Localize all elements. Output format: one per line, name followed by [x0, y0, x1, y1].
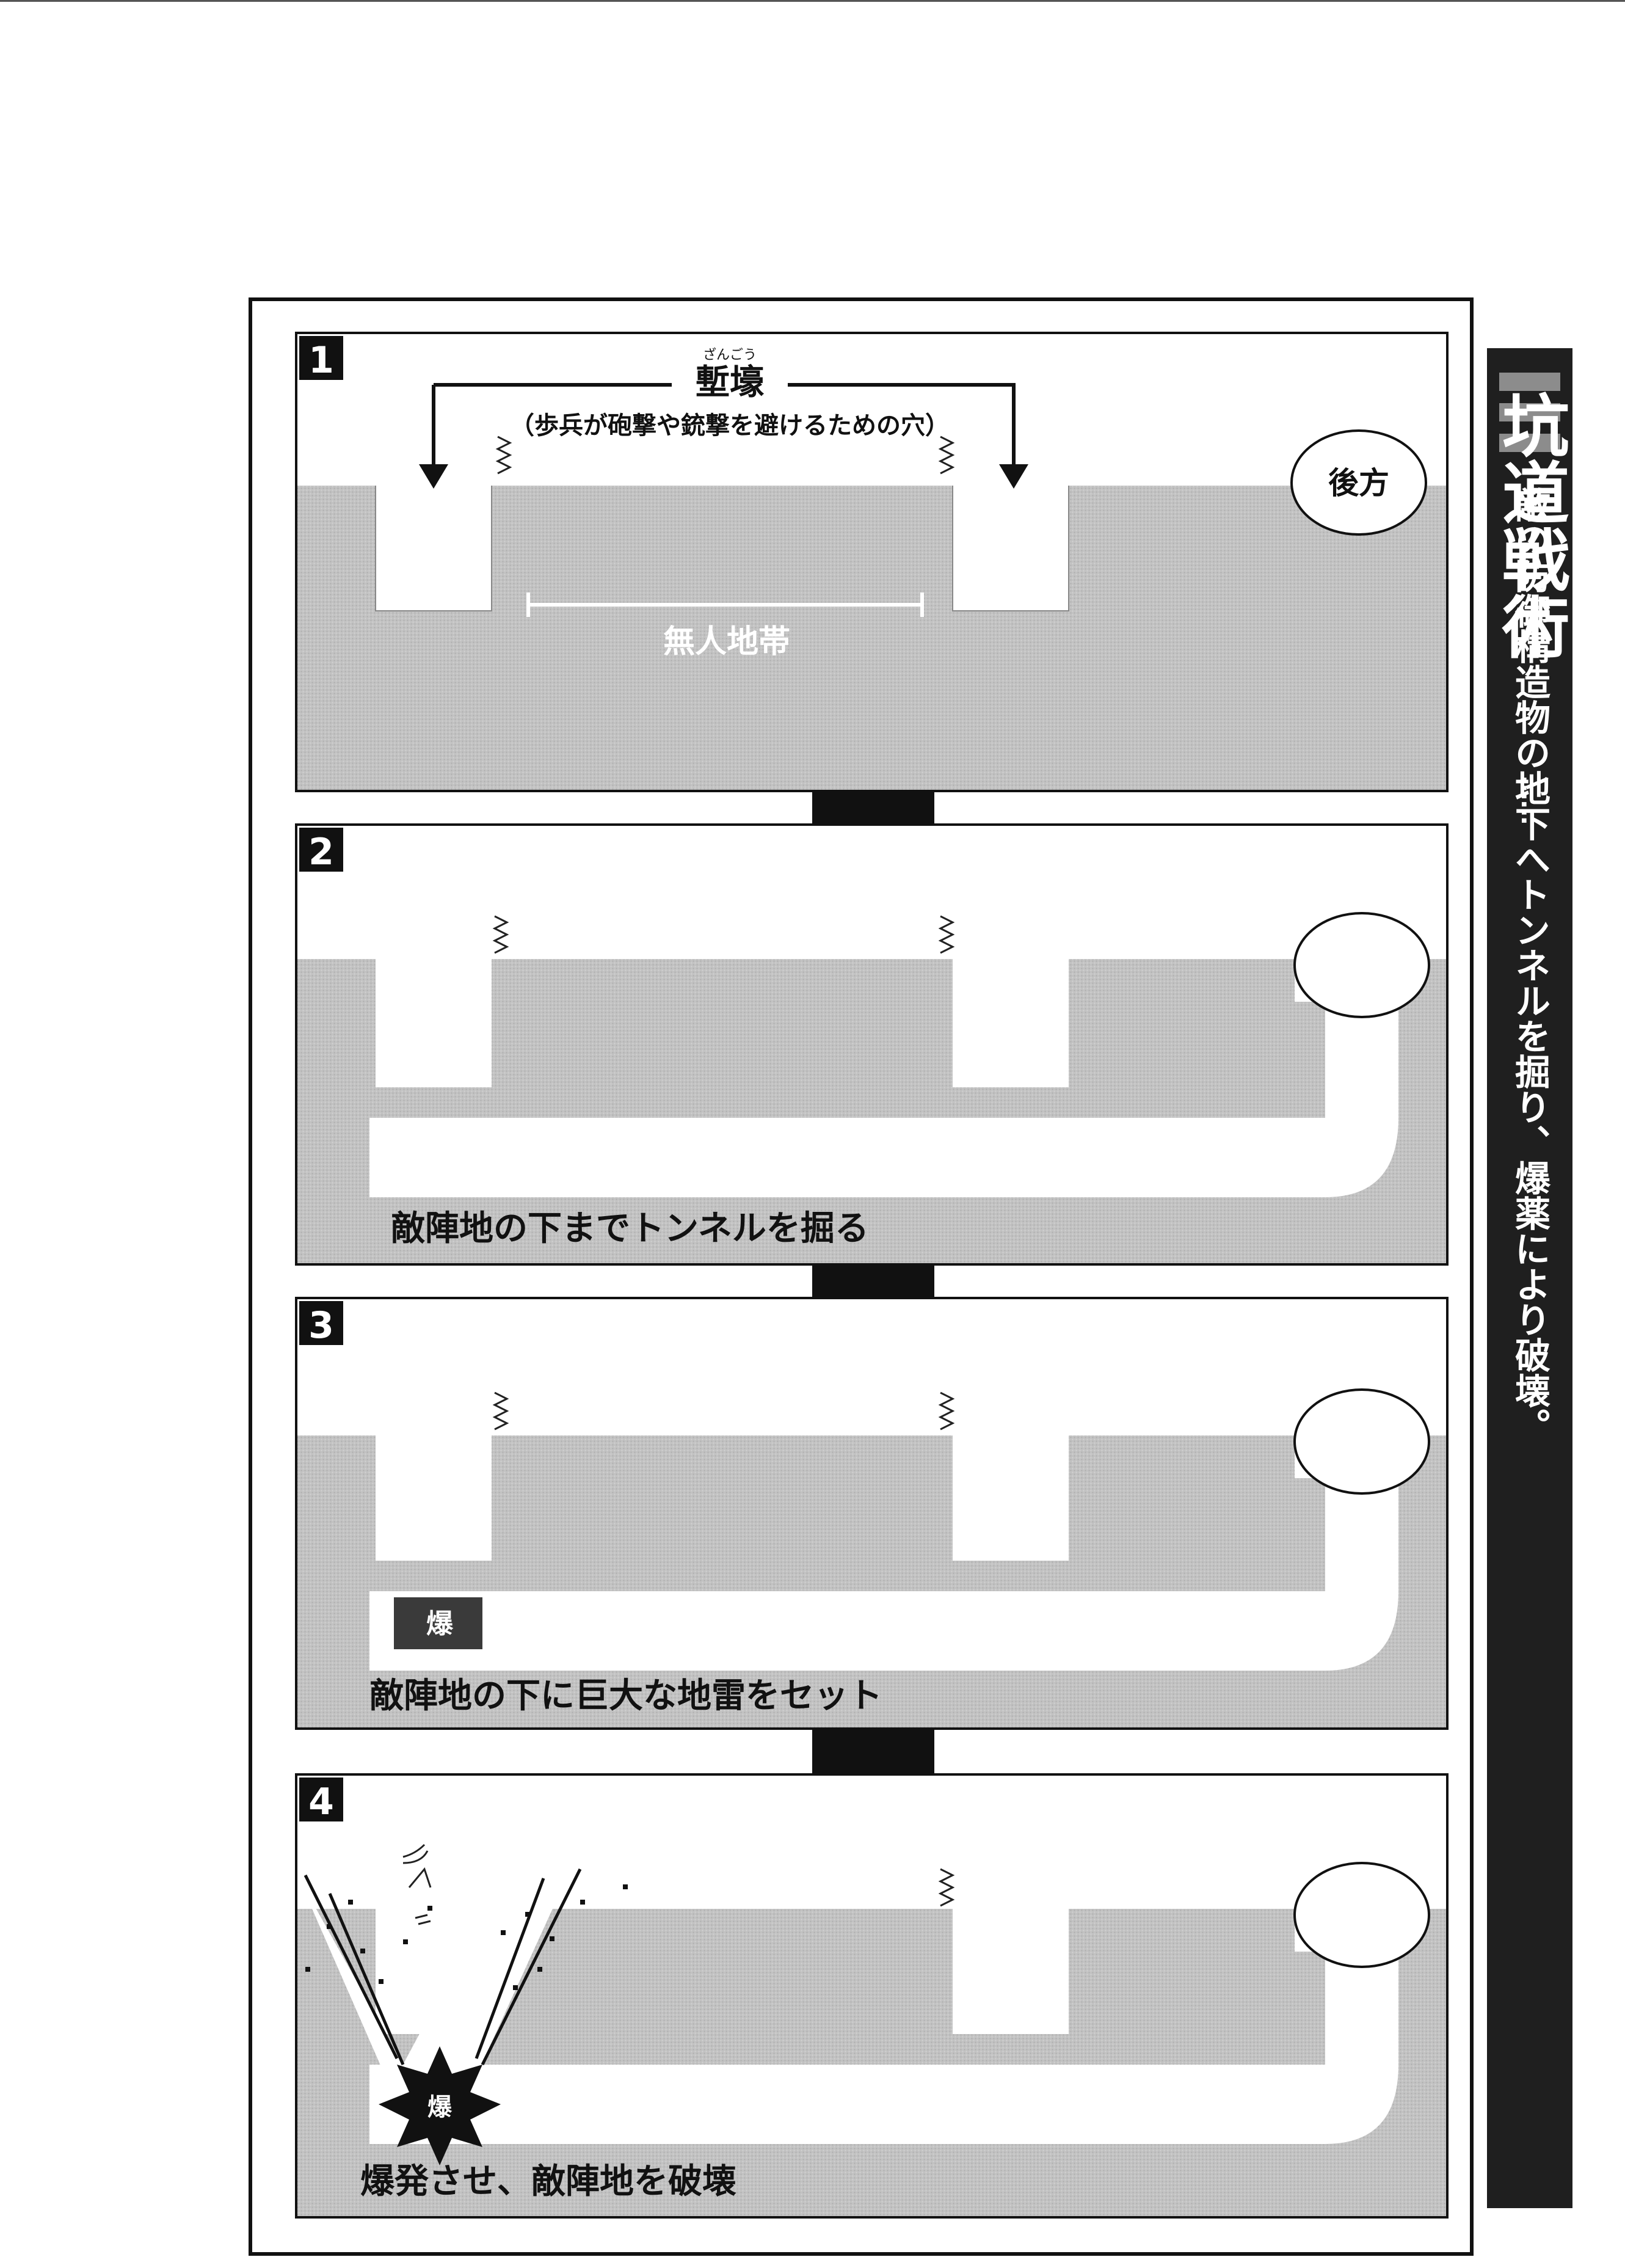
- title-leader-dots: ……: [1516, 776, 1544, 825]
- panel-caption: 敵陣地の下に巨大な地雷をセット: [369, 1676, 882, 1716]
- panel-1: [295, 332, 1449, 792]
- rear-ellipse: [1293, 1862, 1430, 1968]
- panel-3: [295, 1297, 1449, 1730]
- barbed-wire-icon: [938, 1391, 955, 1431]
- panel-4: [295, 1773, 1449, 2219]
- sidebar-title: 坑道戦術: [1491, 391, 1570, 660]
- explosive-label: 爆: [426, 1608, 454, 1639]
- panel-caption: 爆発させ、敵陣地を破壊: [360, 2162, 736, 2201]
- no-mans-land-measure: [526, 593, 924, 617]
- explosion-burst-icon: [379, 2046, 501, 2165]
- panel-2: [295, 823, 1449, 1266]
- ground-cross-section: [297, 486, 1446, 790]
- rear-ellipse: [1290, 429, 1427, 536]
- panel-number: 4: [308, 1781, 334, 1823]
- barbed-wire-icon: [492, 1391, 509, 1431]
- barbed-wire-icon: [938, 1868, 955, 1907]
- panel-number: 3: [308, 1304, 334, 1347]
- tunnel: [369, 1002, 1398, 1197]
- panel-number: 2: [308, 831, 334, 873]
- trench-label: 塹壕: [696, 363, 765, 403]
- barbed-wire-icon: [938, 915, 955, 954]
- tunnel: [369, 1952, 1398, 2144]
- sidebar-bar: [1499, 434, 1560, 452]
- blast-lines: [304, 1868, 582, 2066]
- blast-motion-marks: [402, 1843, 432, 1925]
- explosive-box: [394, 1597, 482, 1649]
- barbed-wire-icon: [495, 436, 512, 475]
- arrow-down-icon: [419, 464, 448, 489]
- panel-number: 1: [308, 339, 334, 382]
- sidebar: [1487, 348, 1572, 2208]
- barbed-wire-icon: [938, 436, 955, 475]
- trench-note: （歩兵が砲撃や銃撃を避けるための穴）: [510, 412, 950, 440]
- barbed-wire-icon: [492, 915, 509, 954]
- no-mans-land-label: 無人地帯: [663, 624, 790, 660]
- rear-label: 後方: [1328, 465, 1389, 501]
- sidebar-bar: [1499, 373, 1560, 391]
- page-top-rule: [0, 0, 1625, 2]
- trench-ruby: ざんごう: [703, 347, 757, 363]
- panel-caption: 敵陣地の下までトンネルを掘る: [391, 1209, 869, 1249]
- tunnel: [369, 1478, 1398, 1671]
- arrow-down-icon: [999, 464, 1028, 489]
- rear-ellipse: [1293, 1388, 1430, 1495]
- rear-ellipse: [1293, 912, 1430, 1018]
- blast-crater: [297, 1875, 568, 2089]
- sidebar-bar: [1499, 403, 1560, 421]
- debris: [305, 1884, 628, 1990]
- explosive-label: 爆: [427, 2093, 453, 2121]
- sidebar-subtitle: 敵の防御構造物の地下へトンネルを掘り、爆薬により破壊。: [1509, 487, 1551, 1443]
